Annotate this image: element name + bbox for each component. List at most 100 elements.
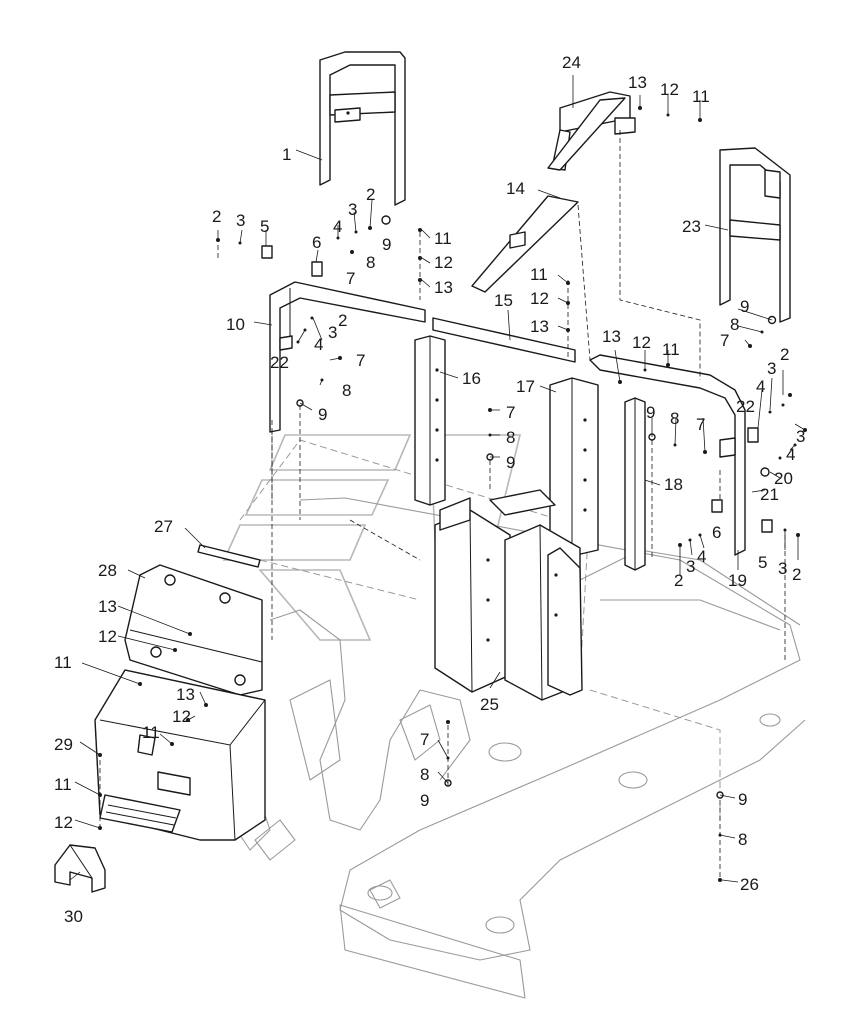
callout-18: 18 bbox=[664, 475, 683, 494]
callout-9c: 9 bbox=[740, 297, 749, 316]
callout-3f: 3 bbox=[778, 559, 787, 578]
part-14-diagonal-bracket bbox=[471, 195, 579, 293]
callout-9e: 9 bbox=[646, 403, 655, 422]
callout-29: 29 bbox=[54, 735, 73, 754]
callout-9g: 9 bbox=[738, 790, 747, 809]
callout-9b: 9 bbox=[318, 405, 327, 424]
callout-7f: 7 bbox=[420, 730, 429, 749]
callout-4f: 4 bbox=[697, 547, 706, 566]
callout-5: 5 bbox=[260, 217, 269, 236]
part-15-crossbar bbox=[432, 317, 576, 363]
callout-11d: 11 bbox=[662, 340, 680, 359]
base-box bbox=[94, 669, 266, 841]
callout-2e: 2 bbox=[792, 565, 801, 584]
callout-21: 21 bbox=[760, 485, 779, 504]
callout-17: 17 bbox=[516, 377, 535, 396]
callout-11g: 11 bbox=[54, 775, 72, 794]
callout-3e: 3 bbox=[796, 427, 805, 446]
callout-2: 2 bbox=[212, 207, 221, 226]
callout-7: 7 bbox=[346, 269, 355, 288]
callout-7c: 7 bbox=[720, 331, 729, 350]
callout-8e: 8 bbox=[670, 409, 679, 428]
callout-15: 15 bbox=[494, 291, 513, 310]
callout-8c: 8 bbox=[730, 315, 739, 334]
callout-13b: 13 bbox=[628, 73, 647, 92]
callout-1: 1 bbox=[282, 145, 291, 164]
callout-13a: 13 bbox=[434, 278, 453, 297]
callout-5b: 5 bbox=[758, 553, 767, 572]
callout-3b: 3 bbox=[348, 200, 357, 219]
callout-3d: 3 bbox=[767, 359, 776, 378]
callout-12d: 12 bbox=[632, 333, 651, 352]
callout-2b: 2 bbox=[366, 185, 375, 204]
callout-26: 26 bbox=[740, 875, 759, 894]
callout-12b: 12 bbox=[660, 80, 679, 99]
callout-13c: 13 bbox=[530, 317, 549, 336]
callout-28: 28 bbox=[98, 561, 117, 580]
callout-labels: 1 2 3 5 6 4 3 2 9 8 7 11 12 13 10 2 3 4 … bbox=[54, 53, 805, 926]
callout-3: 3 bbox=[236, 211, 245, 230]
callout-7d: 7 bbox=[506, 403, 515, 422]
callout-11f: 11 bbox=[142, 723, 160, 742]
callout-7e: 7 bbox=[696, 415, 705, 434]
callout-3g: 3 bbox=[686, 557, 695, 576]
callout-11e: 11 bbox=[54, 653, 72, 672]
callout-24: 24 bbox=[562, 53, 581, 72]
callout-4c: 4 bbox=[314, 335, 323, 354]
callout-2f: 2 bbox=[674, 571, 683, 590]
part-25-counterweight-blocks bbox=[434, 489, 583, 701]
callout-23: 23 bbox=[682, 217, 701, 236]
part-30-step-bracket bbox=[54, 844, 106, 893]
callout-8f: 8 bbox=[420, 765, 429, 784]
callout-10: 10 bbox=[226, 315, 245, 334]
callout-30: 30 bbox=[64, 907, 83, 926]
callout-8: 8 bbox=[366, 253, 375, 272]
callout-20: 20 bbox=[774, 469, 793, 488]
callout-22a: 22 bbox=[270, 353, 289, 372]
callout-16: 16 bbox=[462, 369, 481, 388]
callout-13d: 13 bbox=[602, 327, 621, 346]
part-28-lid-cover bbox=[124, 564, 263, 696]
part-19-right-side-frame bbox=[589, 354, 746, 556]
callout-9d: 9 bbox=[506, 453, 515, 472]
part-27-small-bar bbox=[197, 544, 261, 568]
callout-9: 9 bbox=[382, 235, 391, 254]
callout-11c: 11 bbox=[530, 265, 548, 284]
callout-22b: 22 bbox=[736, 397, 755, 416]
callout-11b: 11 bbox=[692, 87, 710, 106]
callout-2c: 2 bbox=[338, 311, 347, 330]
callout-12c: 12 bbox=[530, 289, 549, 308]
callout-9f: 9 bbox=[420, 791, 429, 810]
callout-13e: 13 bbox=[98, 597, 117, 616]
callout-11a: 11 bbox=[434, 229, 452, 248]
callout-8g: 8 bbox=[738, 830, 747, 849]
part-18-vertical-post bbox=[624, 397, 646, 571]
callout-2d: 2 bbox=[780, 345, 789, 364]
callout-3c: 3 bbox=[328, 323, 337, 342]
callout-25: 25 bbox=[480, 695, 499, 714]
callout-8d: 8 bbox=[506, 428, 515, 447]
part-23-side-guard-frame bbox=[719, 147, 791, 323]
part-17-tall-block bbox=[549, 377, 599, 557]
callout-19: 19 bbox=[728, 571, 747, 590]
callout-6: 6 bbox=[312, 233, 321, 252]
callout-12e: 12 bbox=[98, 627, 117, 646]
callout-4: 4 bbox=[333, 217, 342, 236]
part-16-vertical-post bbox=[414, 335, 446, 506]
callout-7b: 7 bbox=[356, 351, 365, 370]
part-10-left-crossbeam bbox=[269, 281, 426, 433]
callout-12f: 12 bbox=[172, 707, 191, 726]
callout-14: 14 bbox=[506, 179, 525, 198]
leader-lines bbox=[69, 75, 806, 883]
callout-12g: 12 bbox=[54, 813, 73, 832]
callout-8b: 8 bbox=[342, 381, 351, 400]
callout-27: 27 bbox=[154, 517, 173, 536]
callout-4e: 4 bbox=[786, 445, 795, 464]
callout-12a: 12 bbox=[434, 253, 453, 272]
callout-13f: 13 bbox=[176, 685, 195, 704]
part-24-top-bracket bbox=[547, 91, 636, 171]
callout-4d: 4 bbox=[756, 377, 765, 396]
callout-6b: 6 bbox=[712, 523, 721, 542]
